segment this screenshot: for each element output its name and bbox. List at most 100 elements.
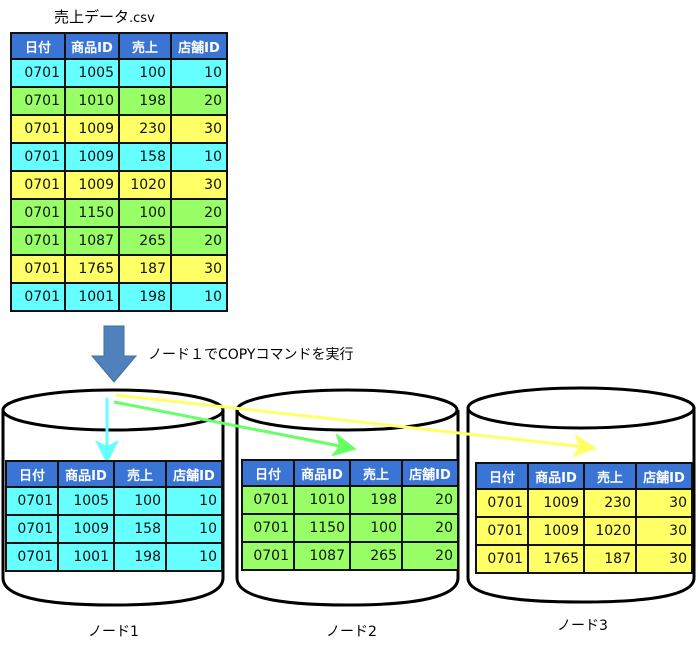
- cell-store-id: 20: [401, 541, 459, 571]
- header-cell: 売上: [583, 462, 637, 490]
- cell-date: 0701: [5, 542, 59, 572]
- cell-date: 0701: [475, 488, 529, 518]
- cell-store-id: 30: [635, 544, 693, 574]
- cell-product-id: 1087: [293, 541, 351, 571]
- cell-store-id: 10: [170, 58, 228, 88]
- cell-store-id: 20: [401, 485, 459, 515]
- cell-date: 0701: [241, 485, 295, 515]
- header-date: 日付: [10, 32, 66, 60]
- source-extension: .csv: [129, 11, 155, 26]
- cell-sales: 158: [113, 514, 167, 544]
- copy-command-caption: ノード１でCOPYコマンドを実行: [148, 347, 354, 363]
- cell-product-id: 1009: [57, 514, 115, 544]
- cell-store-id: 30: [635, 488, 693, 518]
- source-filename: 売上データ: [54, 8, 130, 26]
- cell-store-id: 20: [170, 198, 228, 228]
- cell-sales: 265: [349, 541, 403, 571]
- header-product-id: 商品ID: [64, 32, 120, 60]
- cell-product-id: 1010: [293, 485, 351, 515]
- cell-sales: 158: [118, 142, 172, 172]
- cell-store-id: 30: [170, 114, 228, 144]
- cell-date: 0701: [10, 58, 66, 88]
- header-cell: 売上: [349, 459, 403, 487]
- cell-date: 0701: [10, 254, 66, 284]
- cell-product-id: 1005: [64, 58, 120, 88]
- cell-sales: 230: [583, 488, 637, 518]
- cell-store-id: 10: [170, 282, 228, 312]
- cell-product-id: 1010: [64, 86, 120, 116]
- cell-sales: 230: [118, 114, 172, 144]
- cell-date: 0701: [5, 514, 59, 544]
- cell-sales: 1020: [118, 170, 172, 200]
- cell-sales: 1020: [583, 516, 637, 546]
- cell-date: 0701: [241, 513, 295, 543]
- cell-sales: 198: [113, 542, 167, 572]
- cell-sales: 100: [118, 58, 172, 88]
- cell-date: 0701: [10, 114, 66, 144]
- down-arrow-icon: [90, 325, 138, 383]
- cell-date: 0701: [10, 86, 66, 116]
- header-cell: 日付: [475, 462, 529, 490]
- node-1-label: ノード1: [88, 624, 139, 640]
- cell-store-id: 30: [635, 516, 693, 546]
- cell-product-id: 1009: [64, 114, 120, 144]
- cell-date: 0701: [10, 198, 66, 228]
- cell-date: 0701: [10, 142, 66, 172]
- cell-date: 0701: [10, 282, 66, 312]
- node-2-label: ノード2: [326, 624, 377, 640]
- node-3-label: ノード3: [557, 618, 608, 634]
- cell-store-id: 10: [165, 514, 223, 544]
- cell-sales: 198: [118, 86, 172, 116]
- cell-sales: 100: [118, 198, 172, 228]
- cell-sales: 265: [118, 226, 172, 256]
- header-cell: 店舗ID: [401, 459, 459, 487]
- cell-store-id: 20: [401, 513, 459, 543]
- cell-product-id: 1009: [64, 170, 120, 200]
- cell-sales: 198: [118, 282, 172, 312]
- cell-product-id: 1765: [64, 254, 120, 284]
- cell-sales: 100: [113, 486, 167, 516]
- header-cell: 商品ID: [527, 462, 585, 490]
- cell-date: 0701: [10, 226, 66, 256]
- cell-product-id: 1001: [57, 542, 115, 572]
- cell-product-id: 1765: [527, 544, 585, 574]
- header-cell: 日付: [5, 460, 59, 488]
- header-cell: 売上: [113, 460, 167, 488]
- cell-date: 0701: [475, 544, 529, 574]
- cell-store-id: 30: [170, 170, 228, 200]
- cell-store-id: 30: [170, 254, 228, 284]
- cell-date: 0701: [10, 170, 66, 200]
- cell-store-id: 10: [165, 542, 223, 572]
- cell-product-id: 1001: [64, 282, 120, 312]
- header-sales: 売上: [118, 32, 172, 60]
- cell-product-id: 1087: [64, 226, 120, 256]
- cell-store-id: 10: [165, 486, 223, 516]
- cell-sales: 100: [349, 513, 403, 543]
- cell-sales: 198: [349, 485, 403, 515]
- cell-product-id: 1009: [527, 516, 585, 546]
- cell-store-id: 20: [170, 86, 228, 116]
- cell-sales: 187: [583, 544, 637, 574]
- cell-store-id: 20: [170, 226, 228, 256]
